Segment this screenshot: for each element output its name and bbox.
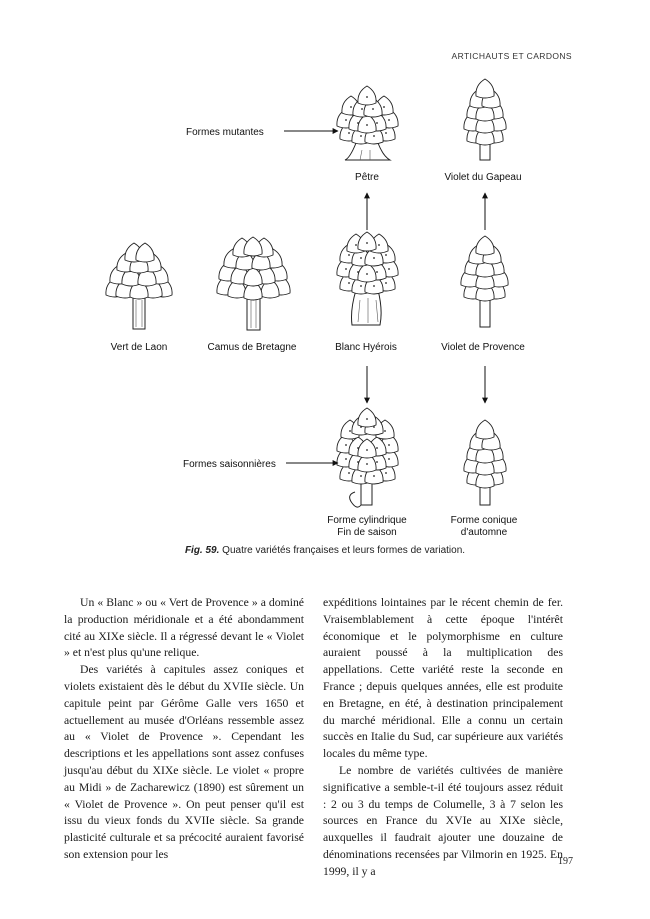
caption-label: Fig. 59. <box>184 545 220 556</box>
artichoke-blanc-hyerois-icon <box>336 231 399 326</box>
label-violet-du-gapeau: Violet du Gapeau <box>444 172 521 183</box>
label-fin-de-saison: Fin de saison <box>337 527 396 538</box>
caption-text: Quatre variétés françaises et leurs form… <box>222 545 466 556</box>
label-petre: Pêtre <box>355 172 379 183</box>
figure-caption: Fig. 59. Quatre variétés françaises et l… <box>0 545 650 556</box>
label-violet-de-provence: Violet de Provence <box>441 342 525 353</box>
running-head: ARTICHAUTS ET CARDONS <box>451 51 572 61</box>
figure-diagram: Formes mutantes Formes saisonnières Pêtr… <box>105 78 525 538</box>
artichoke-violet-du-gapeau-icon <box>463 78 507 161</box>
label-formes-mutantes: Formes mutantes <box>186 127 264 138</box>
page-number: 197 <box>558 856 573 867</box>
label-formes-saisonnieres: Formes saisonnières <box>183 459 276 470</box>
artichoke-petre-icon <box>336 85 399 161</box>
paragraph: expéditions lointaines par le récent che… <box>323 596 563 761</box>
label-blanc-hyerois: Blanc Hyérois <box>335 342 397 353</box>
artichoke-camus-de-bretagne-icon <box>216 236 291 331</box>
label-forme-conique: Forme conique <box>451 515 518 526</box>
paragraph: Un « Blanc » ou « Vert de Provence » a d… <box>64 596 304 660</box>
label-dautomne: d'automne <box>461 527 508 538</box>
label-camus-de-bretagne: Camus de Bretagne <box>208 342 297 353</box>
artichoke-forme-conique-icon <box>463 419 507 506</box>
right-column: expéditions lointaines par le récent che… <box>323 595 563 881</box>
artichoke-vert-de-laon-icon <box>105 242 173 330</box>
label-forme-cylindrique: Forme cylindrique <box>327 515 407 526</box>
paragraph: Le nombre de variétés cultivées de maniè… <box>323 763 563 878</box>
left-column: Un « Blanc » ou « Vert de Provence » a d… <box>64 595 304 864</box>
artichoke-violet-de-provence-icon <box>460 235 509 328</box>
label-vert-de-laon: Vert de Laon <box>111 342 168 353</box>
artichoke-forme-cylindrique-icon <box>336 407 399 508</box>
paragraph: Des variétés à capitules assez coniques … <box>64 663 304 861</box>
